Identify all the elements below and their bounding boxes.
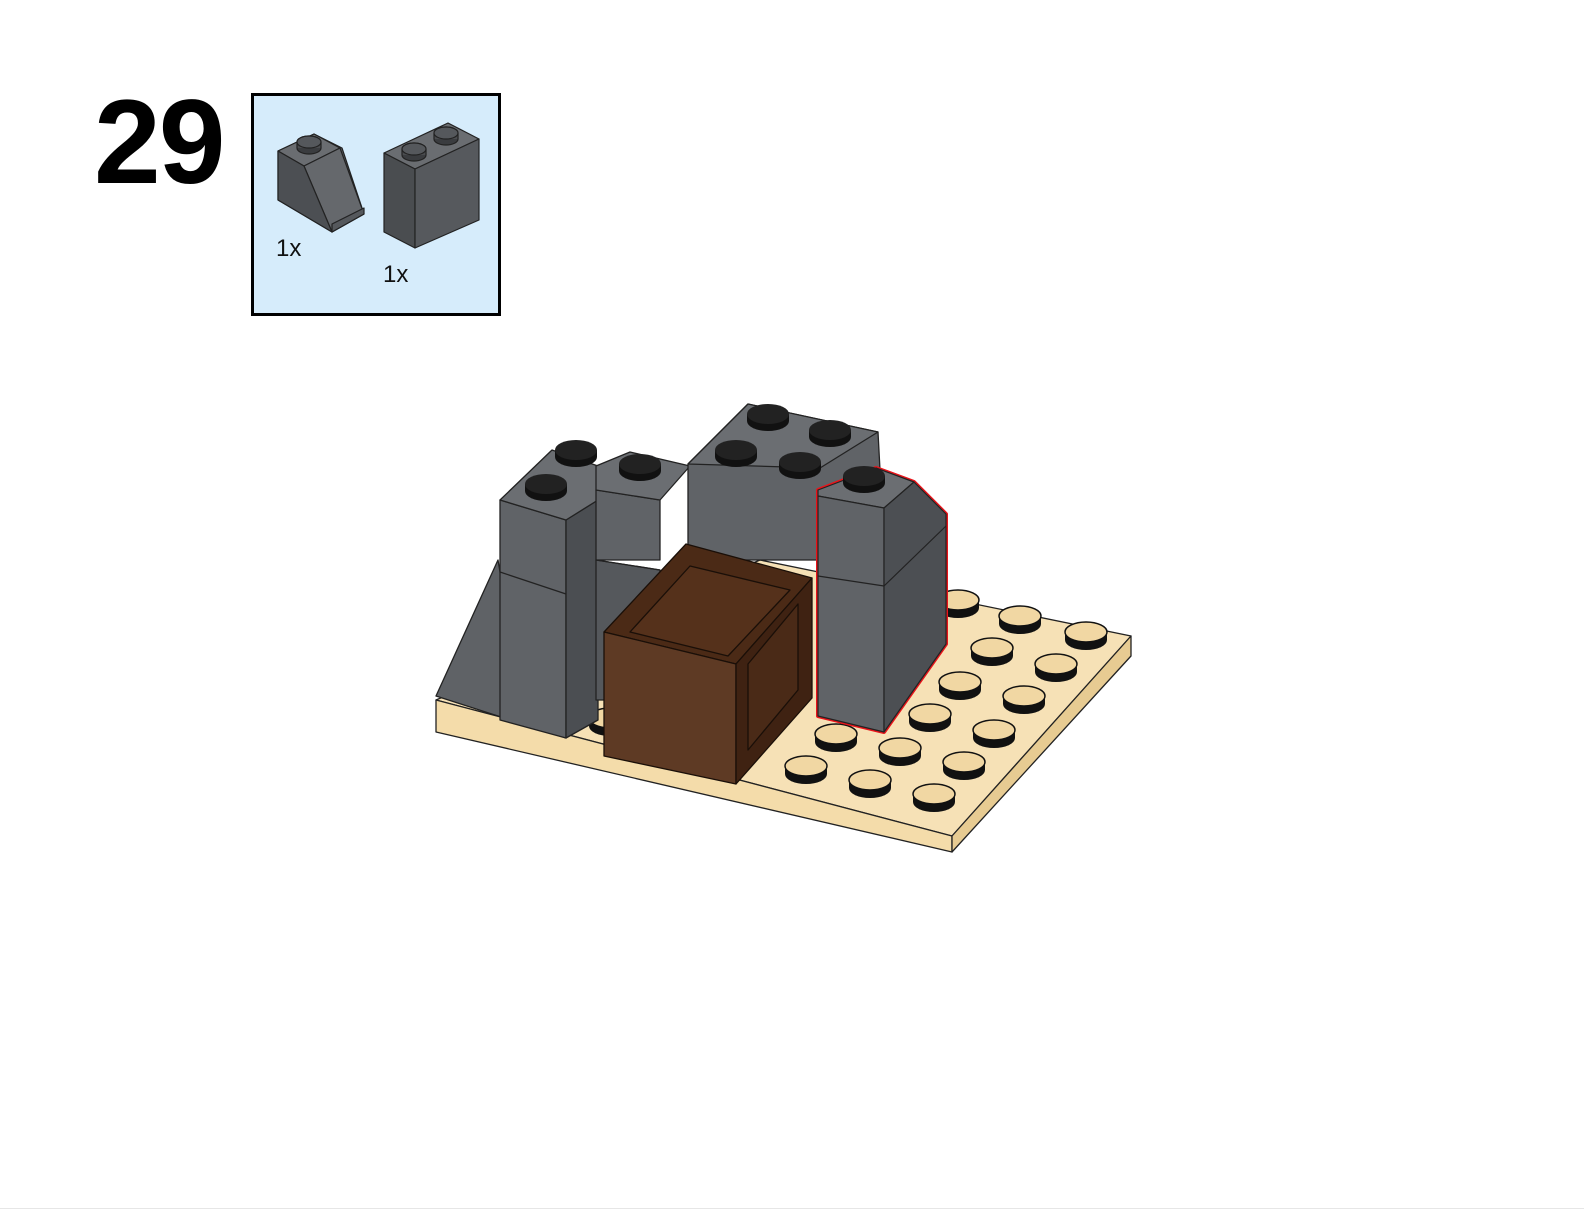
parts-callout: 1x 1x [251, 93, 501, 316]
slope-brick-icon [277, 133, 365, 233]
new-brick-highlight [816, 466, 948, 734]
brick-1x2-icon [383, 122, 480, 249]
part-quantity: 1x [383, 261, 409, 288]
step-number: 29 [94, 75, 225, 209]
parts-callout-art [277, 122, 480, 249]
page-divider [0, 1208, 1584, 1209]
brown-crate [603, 543, 813, 785]
part-quantity: 1x [276, 235, 302, 262]
